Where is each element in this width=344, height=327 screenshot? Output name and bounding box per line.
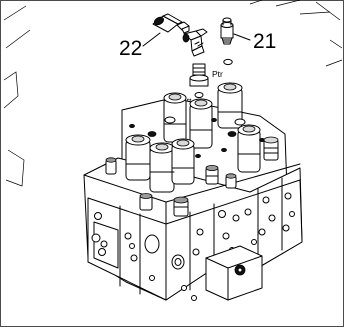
pressure-switch-part-21 [220, 17, 234, 45]
port-label-ptr: Ptr [212, 69, 223, 79]
callout-22-label: 22 [119, 37, 142, 60]
spool-caps [125, 82, 261, 193]
right-side-fitting [263, 136, 279, 161]
o-ring-ptr [223, 58, 233, 66]
callout-21: 21 [233, 30, 276, 53]
front-ports [91, 212, 197, 301]
tee-fitting [182, 28, 208, 57]
top-plate-details [129, 116, 265, 158]
pressure-sensor-part-22 [152, 13, 190, 34]
callout-22: 22 [119, 32, 161, 60]
hex-plugs [105, 157, 237, 217]
right-ports [192, 192, 295, 256]
flange-block [205, 245, 263, 301]
callout-21-label: 21 [253, 30, 276, 53]
adapter-fitting [189, 63, 209, 98]
